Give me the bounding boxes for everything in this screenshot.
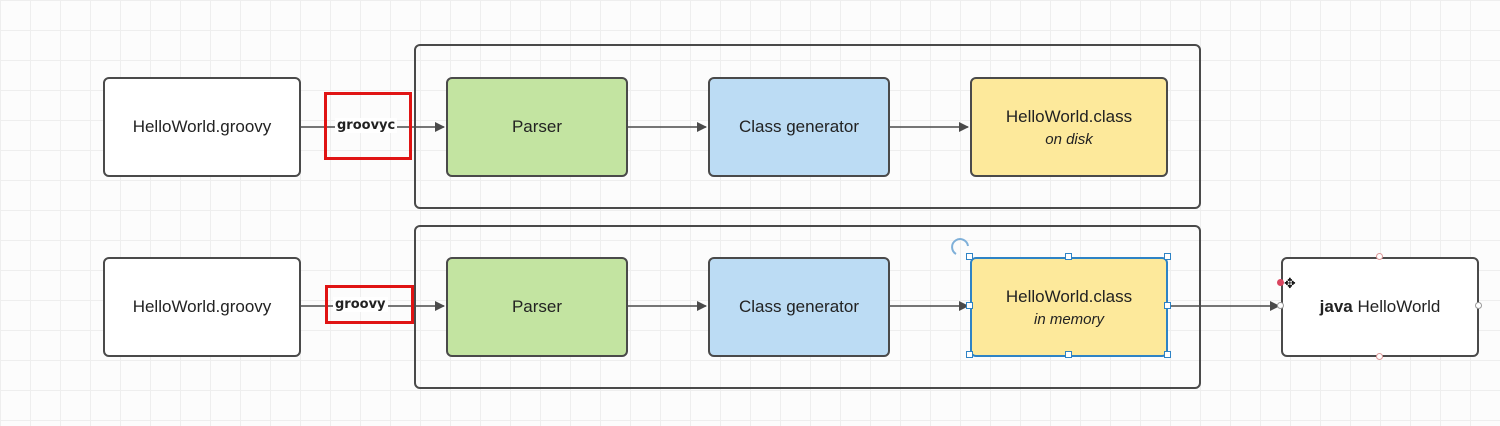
java-runner-box[interactable]: java HelloWorld: [1281, 257, 1479, 357]
resize-handle-bottom-left[interactable]: [966, 351, 973, 358]
source-file-box-2[interactable]: HelloWorld.groovy: [103, 257, 301, 357]
command-label-groovy[interactable]: groovy: [333, 297, 388, 312]
connection-point-active[interactable]: [1277, 279, 1284, 286]
runner-label: java HelloWorld: [1320, 297, 1441, 317]
move-cursor-icon: ✥: [1284, 276, 1296, 292]
parser-box-2[interactable]: Parser: [446, 257, 628, 357]
command-label-groovyc[interactable]: groovyc: [335, 118, 398, 133]
resize-handle-top-left[interactable]: [966, 253, 973, 260]
source-file-label: HelloWorld.groovy: [132, 297, 272, 316]
highlight-box-groovy: [325, 285, 414, 324]
resize-handle-bottom-center[interactable]: [1065, 351, 1072, 358]
class-output-box-2-selected[interactable]: HelloWorld.class in memory: [970, 257, 1168, 357]
class-generator-box-2[interactable]: Class generator: [708, 257, 890, 357]
parser-label: Parser: [511, 117, 563, 136]
resize-handle-top-right[interactable]: [1164, 253, 1171, 260]
class-output-box-1[interactable]: HelloWorld.class on disk: [970, 77, 1168, 177]
pipeline-container-compile[interactable]: [414, 44, 1201, 209]
class-generator-box-1[interactable]: Class generator: [708, 77, 890, 177]
highlight-box-groovyc: [324, 92, 412, 160]
runner-keyword: java: [1319, 297, 1353, 316]
class-output-title: HelloWorld.class: [1005, 286, 1133, 306]
runner-text: HelloWorld: [1352, 297, 1441, 316]
class-generator-label: Class generator: [738, 297, 859, 316]
rotate-handle-icon: [951, 238, 969, 255]
parser-label: Parser: [511, 297, 563, 316]
connection-point-left[interactable]: [1277, 302, 1284, 309]
class-output-note: in memory: [1033, 310, 1104, 328]
source-file-box-1[interactable]: HelloWorld.groovy: [103, 77, 301, 177]
pipeline-container-run[interactable]: [414, 225, 1201, 389]
resize-handle-top-center[interactable]: [1065, 253, 1072, 260]
class-output-note: on disk: [1045, 130, 1093, 148]
connection-point-top[interactable]: [1376, 253, 1383, 260]
class-generator-label: Class generator: [738, 117, 859, 136]
parser-box-1[interactable]: Parser: [446, 77, 628, 177]
resize-handle-middle-right[interactable]: [1164, 302, 1171, 309]
connection-point-right[interactable]: [1475, 302, 1482, 309]
resize-handle-bottom-right[interactable]: [1164, 351, 1171, 358]
connection-point-bottom[interactable]: [1376, 353, 1383, 360]
resize-handle-middle-left[interactable]: [966, 302, 973, 309]
source-file-label: HelloWorld.groovy: [132, 117, 272, 136]
class-output-title: HelloWorld.class: [1005, 106, 1133, 126]
